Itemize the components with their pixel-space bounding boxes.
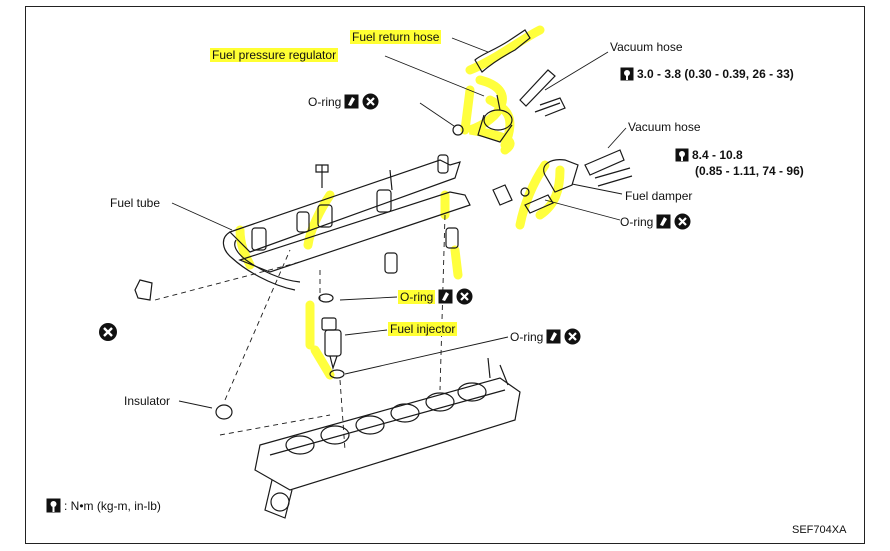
vacuum-hose-top-label: Vacuum hose [610,40,683,54]
fuel-injector-part [321,317,342,371]
torque-wrench-icon [675,148,689,162]
fuel-tube-label: Fuel tube [110,196,161,210]
diagram-frame [25,6,865,544]
do-not-reuse-icon [564,328,581,345]
do-not-reuse-icon [456,288,473,305]
o-ring-mid-label-row: O-ring [398,288,473,305]
torque-wrench-icon [620,67,634,81]
rail-bolts [315,164,393,191]
lubricate-icon [546,329,561,344]
torque-spec-top: 3.0 - 3.8 (0.30 - 0.39, 26 - 33) [620,67,794,81]
torque-wrench-icon [46,498,61,513]
torque-spec-mid: 8.4 - 10.8 [675,148,743,162]
o-ring-top-label-row: O-ring [308,93,379,110]
leader-lines [171,37,627,409]
legend-units: : N•m (kg-m, in-lb) [64,498,161,513]
fuel-injector-label: Fuel injector [388,322,458,336]
o-ring-lower [329,369,345,379]
o-ring-mid-label: O-ring [398,289,436,304]
insulator-label: Insulator [124,394,171,408]
fuel-pressure-regulator-label: Fuel pressure regulator [210,48,339,62]
legend: : N•m (kg-m, in-lb) [46,498,161,513]
o-ring-right-label-row: O-ring [620,213,691,230]
lubricate-icon [656,214,671,229]
fuel-damper-label: Fuel damper [625,189,693,203]
o-ring-right-label: O-ring [620,214,654,229]
o-ring-mid [318,293,334,303]
rail-injectors [251,154,459,274]
do-not-reuse-icon [362,93,379,110]
lubricate-icon [438,289,453,304]
figure-code: SEF704XA [792,524,847,536]
vacuum-hose-mid-label: Vacuum hose [628,120,701,134]
torque-value-top: 3.0 - 3.8 (0.30 - 0.39, 26 - 33) [637,67,794,81]
fuel-return-hose-label: Fuel return hose [350,30,442,44]
o-ring-lower-label-row: O-ring [510,328,581,345]
pressure-regulator [452,29,566,143]
torque-value-mid-2: (0.85 - 1.11, 74 - 96) [695,164,804,178]
torque-value-mid-1: 8.4 - 10.8 [692,148,743,162]
intake-manifold [254,357,521,519]
highlight-marks [235,25,565,380]
assembly-lines [154,214,446,451]
lubricate-icon [344,94,359,109]
fuel-damper [492,149,633,214]
do-not-reuse-icon [674,213,691,230]
o-ring-lower-label: O-ring [510,329,544,344]
insulator-part [215,404,233,420]
do-not-reuse-icon [99,323,117,341]
o-ring-top-label: O-ring [308,94,342,109]
clip [134,279,153,301]
